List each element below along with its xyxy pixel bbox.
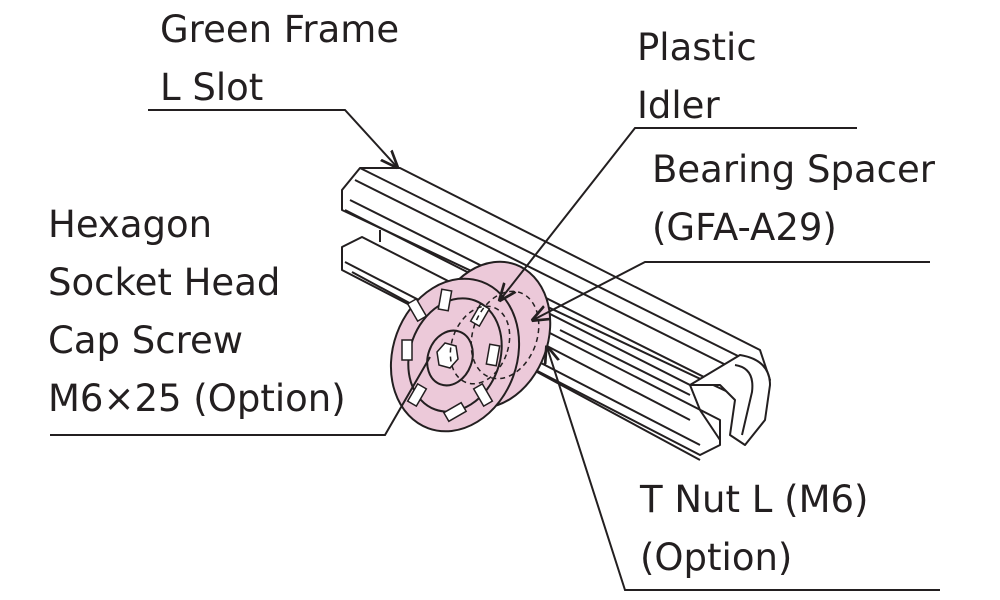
label-green-frame: Green Frame L Slot: [160, 8, 411, 109]
idler-spoke-windows: [401, 288, 501, 423]
plastic-idler: [389, 260, 552, 433]
label-t-nut: T Nut L (M6) (Option): [639, 478, 880, 579]
label-plastic-idler: Plastic Idler: [637, 26, 768, 127]
label-bearing-spacer: Bearing Spacer (GFA-A29): [652, 148, 947, 249]
hex-socket: [436, 342, 459, 369]
leader-lines: [50, 109, 940, 591]
label-cap-screw: Hexagon Socket Head Cap Screw M6×25 (Opt…: [48, 203, 346, 420]
